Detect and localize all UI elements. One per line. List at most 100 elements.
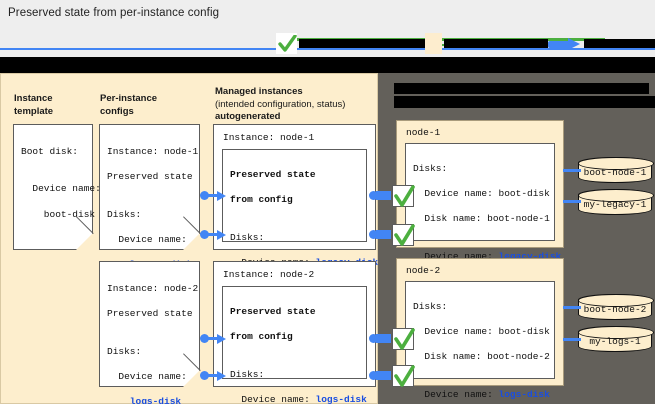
cfg2-header2: Preserved state [107, 307, 193, 319]
mi1-disks-label: Disks: [230, 231, 265, 243]
n1-disks-label: Disks: [413, 162, 448, 174]
column-header-line1: Instance [14, 93, 53, 104]
connector-dot [200, 371, 209, 380]
folded-corner-line [183, 216, 201, 234]
n2-pres-device-value: logs-disk [498, 388, 550, 400]
connector-dot [369, 371, 378, 380]
connector-line-disk [563, 306, 581, 309]
green-check-icon [276, 33, 297, 54]
connector-stub [376, 191, 391, 200]
mi2-disks-label: Disks: [230, 368, 265, 380]
disk-cylinder-label: boot-node-1 [583, 166, 647, 178]
mi1-state2: from config [230, 193, 293, 205]
legend-label-redacted-1 [299, 39, 425, 48]
cfg2-header1: Instance: node-2 [107, 282, 199, 294]
column-header-line3: autogenerated [215, 111, 281, 122]
connector-stub [376, 334, 391, 343]
per-instance-config-card-node-2: Instance: node-2 Preserved state Disks: … [99, 261, 201, 404]
runtime-node-title: node-1 [406, 127, 441, 138]
connector-line-disk [563, 200, 581, 203]
page-title: Preserved state from per-instance config [8, 7, 220, 19]
runtime-panel-header-redacted-1 [394, 83, 649, 94]
runtime-node-body: Disks: Device name: boot-disk Disk name:… [405, 281, 555, 400]
mi2-state1: Preserved state [230, 305, 316, 317]
connector-dot [200, 334, 209, 343]
connector-arrow-icon [217, 191, 226, 201]
blue-arrow-icon [548, 37, 582, 51]
n2-boot-disk: Disk name: boot-node-2 [413, 350, 550, 362]
connector-line [206, 233, 218, 236]
legend-items [276, 30, 655, 57]
mi2-device-value: logs-disk [315, 393, 367, 404]
cfg2-device-value: logs-disk [107, 395, 182, 404]
legend-item-reference [548, 30, 655, 57]
legend-label-redacted-3 [584, 39, 655, 48]
connector-dot [369, 191, 378, 200]
cfg2-disks-label: Disks: [107, 345, 142, 357]
managed-instance-body: Preserved state from config Disks: Devic… [222, 286, 367, 404]
n2-pres-device-label: Device name: [413, 388, 499, 400]
connector-dot [369, 334, 378, 343]
managed-instance-card-node-1: Instance: node-1 Preserved state from co… [213, 124, 378, 356]
connector-dot [369, 230, 378, 239]
managed-instance-title: Instance: node-1 [223, 132, 315, 143]
column-header-line1: Managed instances [215, 86, 303, 97]
managed-instance-card-node-2: Instance: node-2 Preserved state from co… [213, 261, 376, 404]
cream-box-icon [425, 33, 442, 54]
n1-pres-device-value: legacy-disk [498, 250, 562, 262]
runtime-node-card-node-2: node-2 Disks: Device name: boot-disk Dis… [396, 258, 564, 400]
disk-cylinder-label: my-legacy-1 [583, 198, 647, 210]
mi2-state2: from config [230, 330, 293, 342]
column-header-instance-template: Instance template [14, 93, 53, 118]
cfg1-disks-label: Disks: [107, 208, 142, 220]
n1-boot-disk: Disk name: boot-node-1 [413, 212, 550, 224]
cfg1-header1: Instance: node-1 [107, 145, 199, 157]
runtime-node-title: node-2 [406, 265, 441, 276]
cfg2-device-label: Device name: [107, 370, 187, 382]
runtime-node-body: Disks: Device name: boot-disk Disk name:… [405, 143, 561, 350]
preserved-state-check-icon [392, 185, 415, 207]
connector-stub [376, 371, 391, 380]
it-line-3: boot-disk [21, 208, 96, 220]
connector-dot [200, 230, 209, 239]
n1-boot-device: Device name: boot-disk [413, 187, 550, 199]
connector-arrow-icon [217, 371, 226, 381]
column-header-per-instance-configs: Per-instance configs [100, 93, 157, 118]
folded-corner-line [183, 353, 201, 371]
preserved-state-check-icon [392, 365, 415, 387]
column-header-line2: template [14, 105, 54, 117]
column-header-line2: (intended configuration, status) [215, 98, 346, 110]
disk-cylinder-boot-node-2: boot-node-2 [577, 293, 654, 320]
connector-line [206, 337, 218, 340]
per-instance-config-card-node-1: Instance: node-1 Preserved state Disks: … [99, 124, 201, 383]
legend-strip [0, 30, 655, 73]
n1-pres-device-label: Device name: [413, 250, 499, 262]
runtime-node-card-node-1: node-1 Disks: Device name: boot-disk Dis… [396, 120, 564, 350]
legend-blue-rule [0, 48, 655, 50]
folded-corner-icon [76, 233, 93, 250]
n2-disks-label: Disks: [413, 300, 448, 312]
connector-line [206, 374, 218, 377]
connector-dot [200, 191, 209, 200]
managed-instance-body: Preserved state from config Disks: Devic… [222, 149, 378, 356]
cfg1-header2: Preserved state [107, 170, 193, 182]
disk-cylinder-boot-node-1: boot-node-1 [577, 156, 654, 183]
connector-line [206, 194, 218, 197]
disk-cylinder-my-logs-1: my-logs-1 [577, 325, 654, 352]
connector-line-disk [563, 169, 581, 172]
column-header-line2: configs [100, 105, 134, 117]
legend-redaction-band [0, 57, 655, 73]
connector-stub [376, 230, 391, 239]
managed-instance-title: Instance: node-2 [223, 269, 315, 280]
it-line-0: Boot disk: [21, 145, 79, 157]
runtime-panel-header-redacted-2 [394, 96, 655, 108]
folded-corner-icon [183, 370, 200, 387]
cfg1-device-label: Device name: [107, 233, 187, 245]
folded-corner-icon [183, 233, 200, 250]
disk-cylinder-label: boot-node-2 [583, 303, 647, 315]
column-header-managed-instances: Managed instances (intended configuratio… [215, 86, 345, 124]
instance-template-card: Boot disk: Device name: boot-disk [13, 124, 101, 250]
column-header-line1: Per-instance [100, 93, 158, 104]
connector-arrow-icon [217, 230, 226, 240]
